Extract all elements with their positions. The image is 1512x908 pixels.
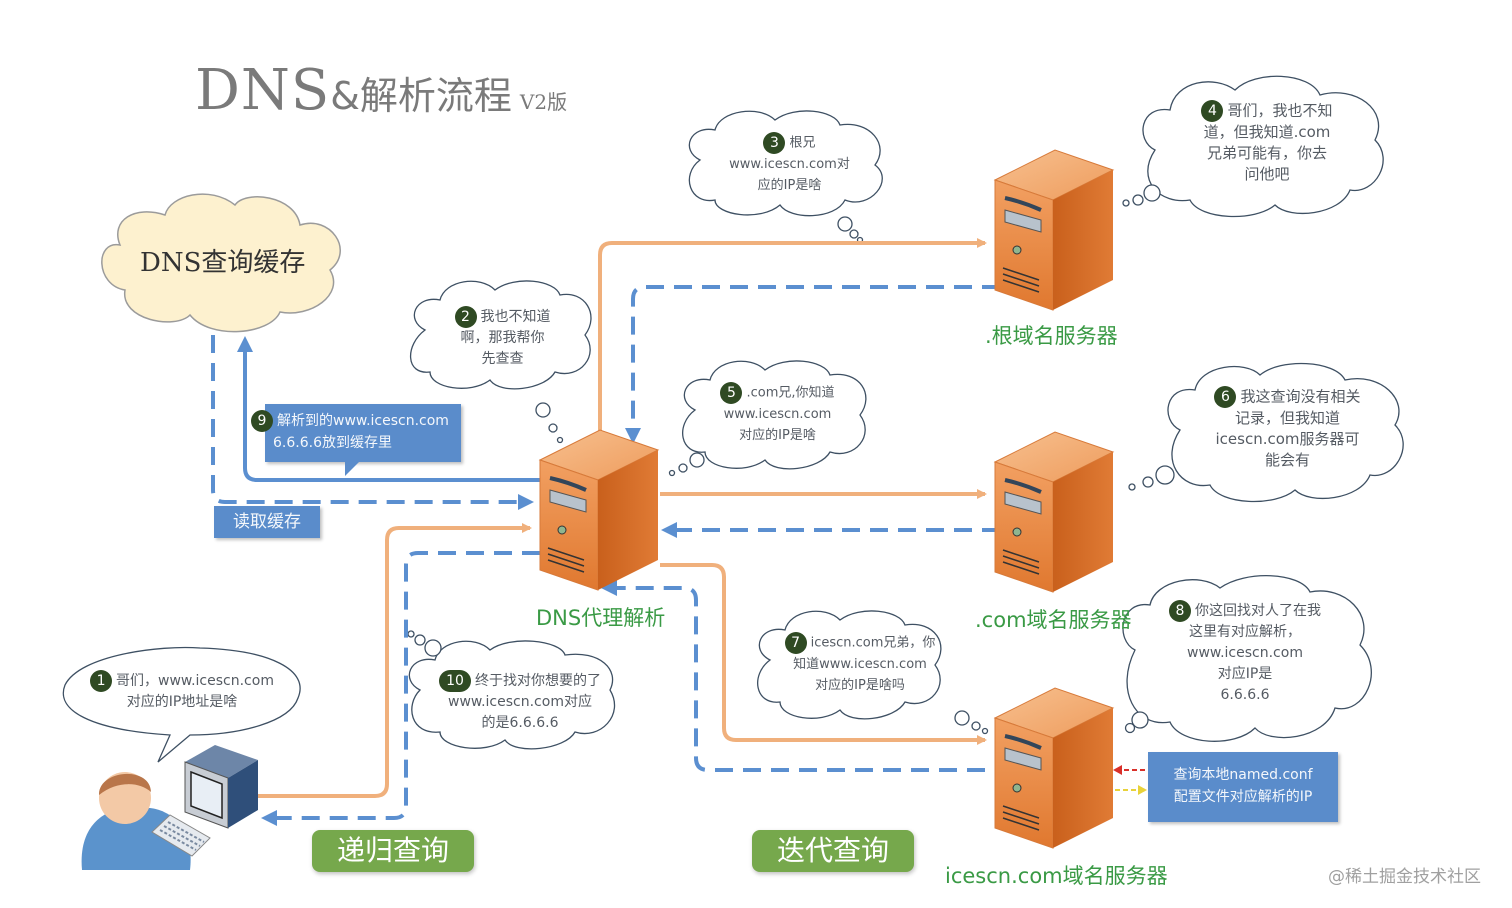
- step-4-badge: 4: [1201, 100, 1224, 122]
- cloud-step-3: [688, 110, 883, 217]
- watermark: @稀土掘金技术社区: [1328, 867, 1481, 887]
- step-2-badge: 2: [454, 306, 477, 328]
- step-6-badge: 6: [1214, 386, 1237, 408]
- cloud-step-10: [408, 640, 616, 750]
- proxy-server-icon: [538, 428, 660, 592]
- named-conf-box: 查询本地named.conf 配置文件对应解析的IP: [1148, 752, 1338, 822]
- step-9-badge: 9: [251, 410, 273, 432]
- cloud-step-2: [409, 280, 592, 390]
- arrow-cache-read: [211, 335, 534, 510]
- step-5-text: 5.com兄,你知道 www.icescn.com 对应的IP是啥: [700, 382, 855, 446]
- recursive-query-button[interactable]: 递归查询: [312, 830, 474, 872]
- speech-bubble-step-1: [62, 646, 301, 763]
- com-server-label: .com域名服务器: [975, 608, 1132, 632]
- proxy-server-label: DNS代理解析: [536, 606, 666, 630]
- com-server-icon: [993, 430, 1115, 594]
- step-8-badge: 8: [1169, 600, 1191, 622]
- arrow-proxy-to-icescn: [660, 563, 987, 745]
- icescn-server-label: icescn.com域名服务器: [945, 864, 1168, 888]
- keyboard-icon: [151, 814, 211, 857]
- arrow-proxy-to-cache: [237, 336, 540, 482]
- step-10-badge: 10: [439, 670, 471, 692]
- arrow-proxy-to-client: [261, 551, 540, 826]
- icescn-server-icon: [993, 686, 1115, 850]
- root-server-icon: [993, 148, 1115, 312]
- arrow-icescn-to-proxy: [601, 580, 985, 772]
- cache-cloud-label: DNS查询缓存: [140, 248, 306, 278]
- root-server-label: .根域名服务器: [985, 324, 1118, 348]
- iterative-query-button[interactable]: 迭代查询: [752, 830, 914, 872]
- cache-cloud: [101, 193, 341, 333]
- step-9-box-tail: [345, 462, 359, 476]
- computer-icon: [184, 745, 258, 829]
- arrow-proxy-to-root: [598, 238, 987, 440]
- step-7-badge: 7: [784, 632, 807, 654]
- arrow-root-to-proxy: [625, 285, 1000, 444]
- read-cache-label: 读取缓存: [214, 506, 320, 538]
- step-5-badge: 5: [720, 382, 743, 404]
- step-1-badge: 1: [90, 670, 113, 692]
- arrow-client-to-proxy: [258, 523, 532, 798]
- named-conf-arrows: [1113, 765, 1147, 795]
- step-3-badge: 3: [763, 132, 786, 154]
